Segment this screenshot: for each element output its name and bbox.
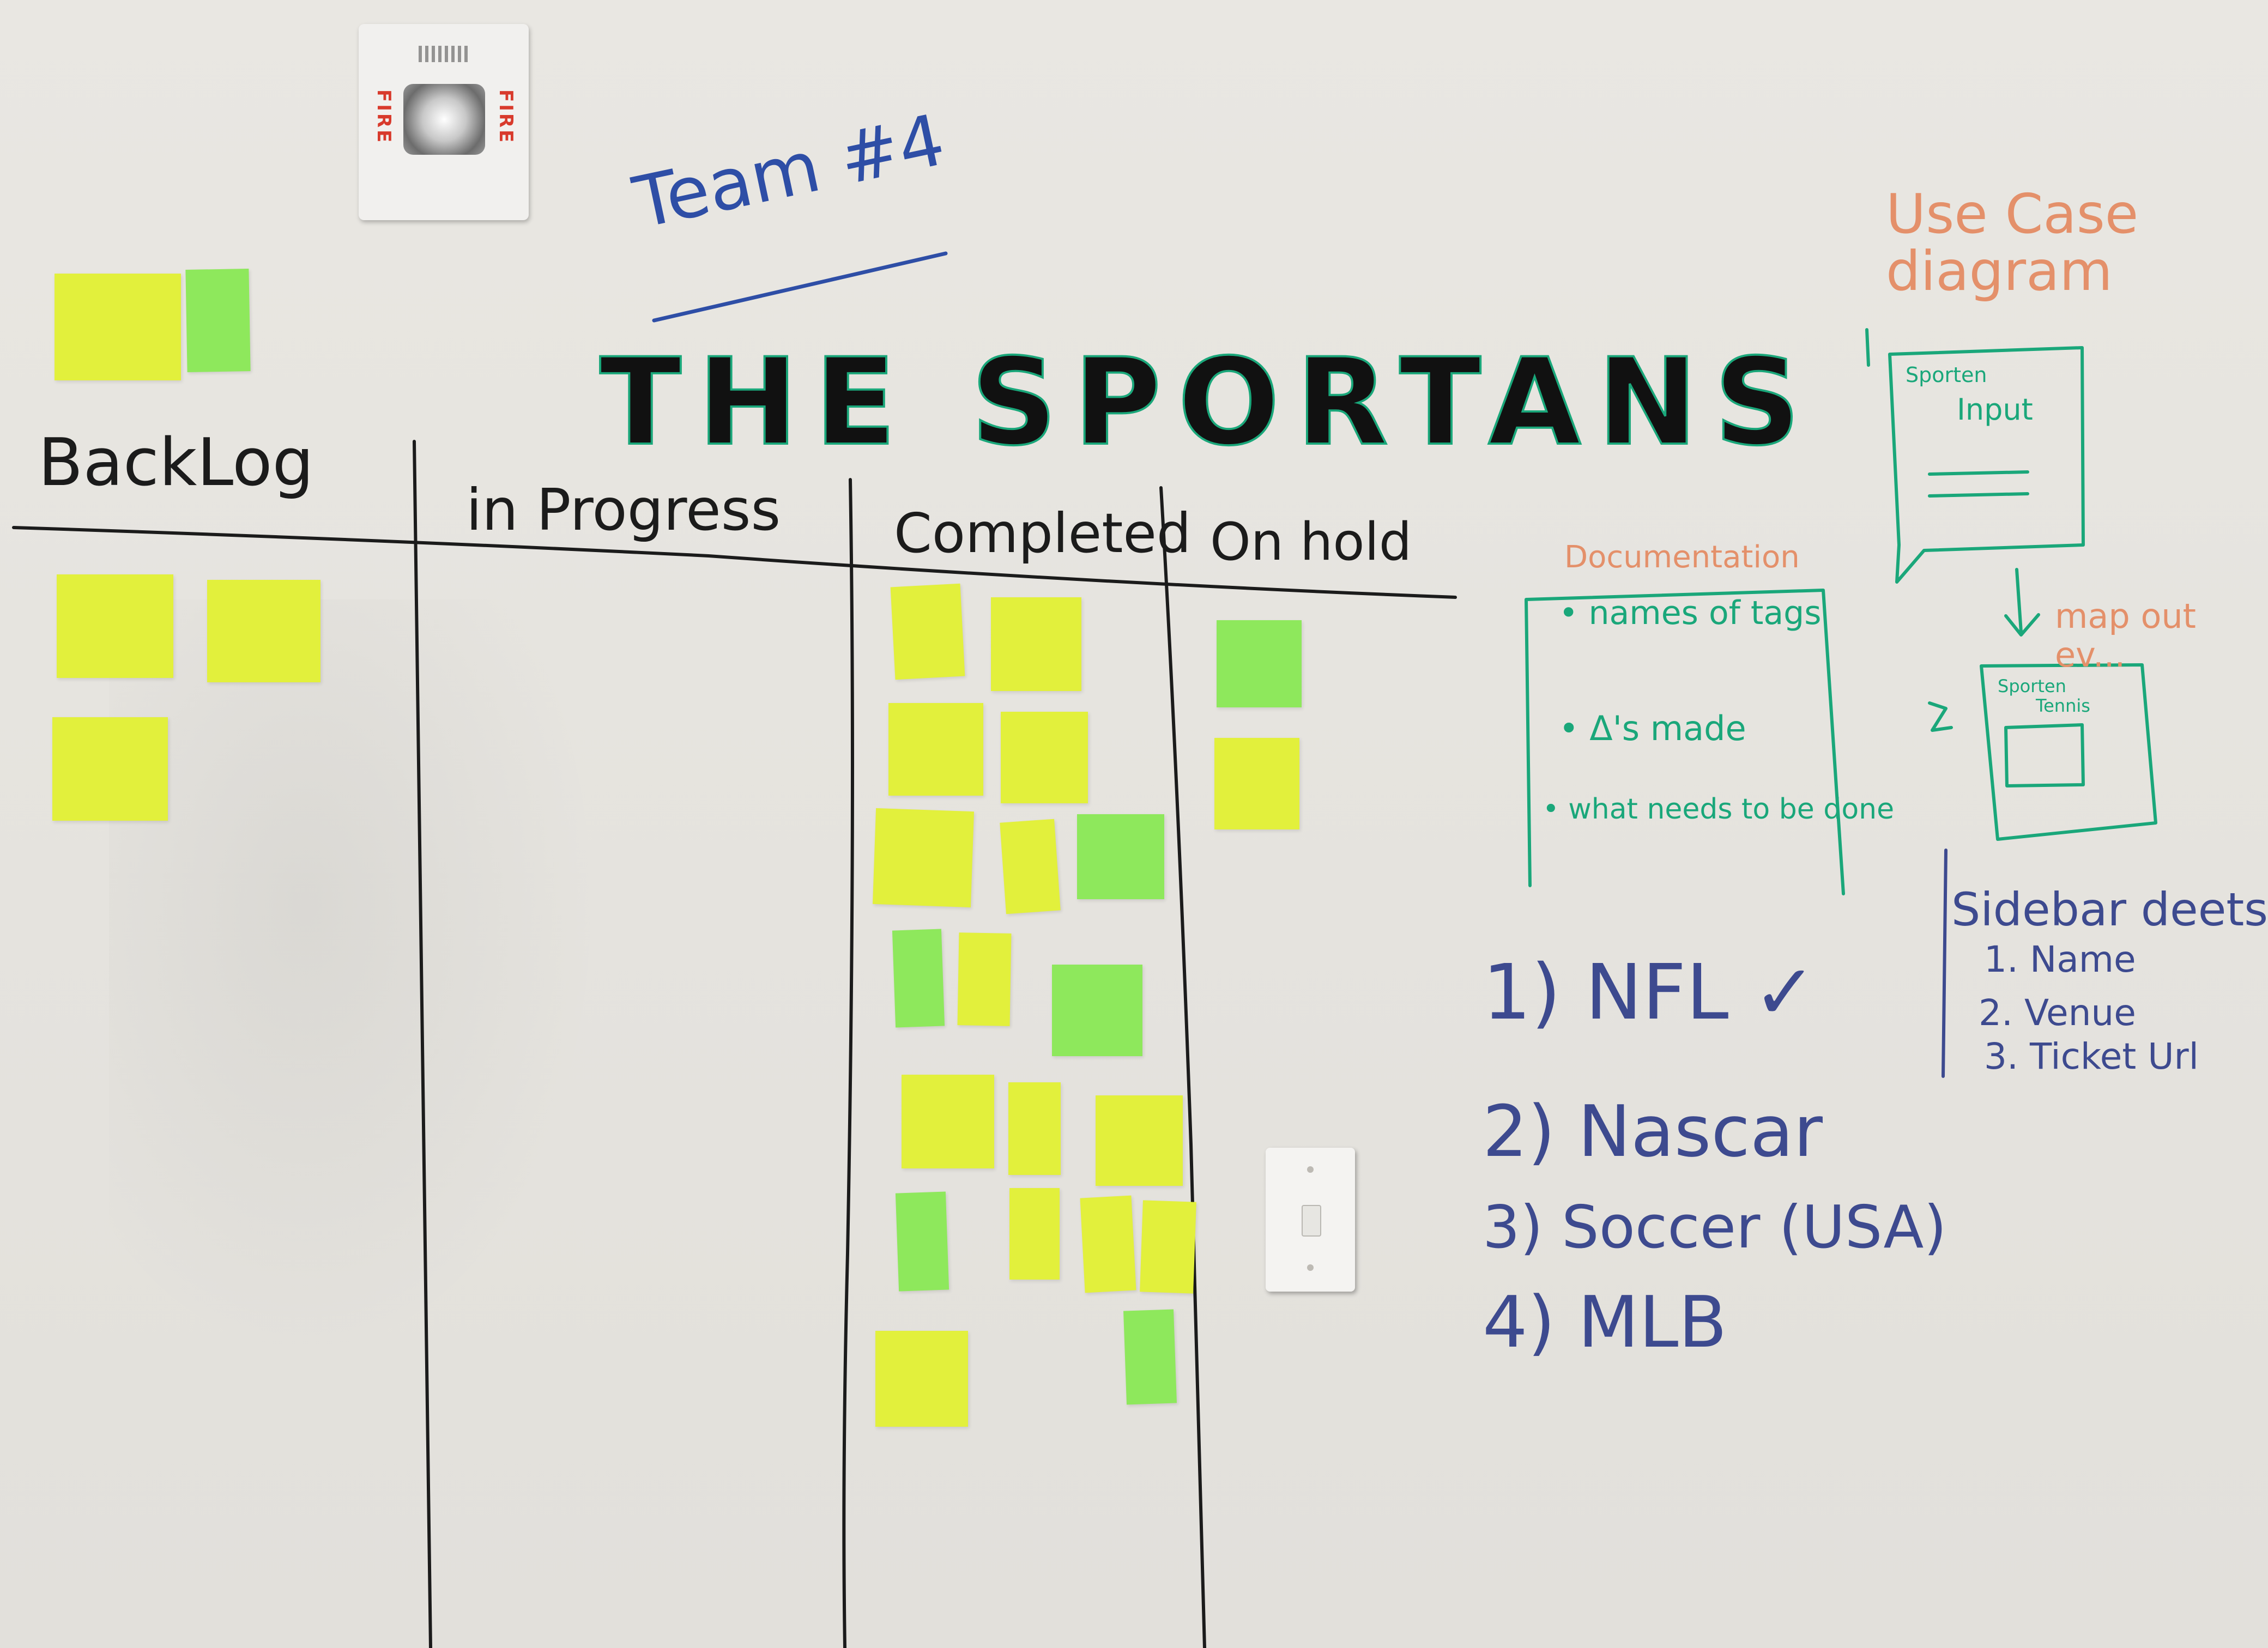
fire-alarm: FIRE FIRE (359, 24, 529, 220)
sticky-note[interactable] (872, 808, 975, 908)
column-heading-on-hold: On hold (1210, 512, 1412, 572)
sidebar-deets-item: 2. Venue (1979, 992, 2136, 1034)
sticky-note[interactable] (991, 597, 1081, 691)
documentation-title: Documentation (1564, 540, 1800, 575)
column-heading-backlog: BackLog (38, 425, 314, 501)
column-divider-2 (842, 478, 854, 1648)
light-switch (1266, 1148, 1355, 1292)
marker-lines (12, 251, 2157, 1648)
column-heading-completed: Completed (894, 501, 1192, 565)
team-underline (652, 251, 948, 323)
documentation-item-text: Δ's made (1589, 708, 1746, 748)
sticky-note[interactable] (1052, 965, 1142, 1056)
usecase-bracket (1928, 701, 1953, 732)
switch-screw-bottom (1307, 1264, 1314, 1271)
documentation-item-text: what needs to be done (1568, 793, 1895, 826)
usecase-arrow (2004, 568, 2040, 637)
usecase-box1-label: Input (1957, 392, 2033, 427)
sticky-note[interactable] (207, 580, 320, 682)
documentation-item: • names of tags (1559, 594, 1822, 632)
documentation-item: • Δ's made (1559, 708, 1746, 748)
alarm-speaker-grill (419, 46, 468, 62)
documentation-item-text: names of tags (1588, 594, 1822, 632)
sticky-note[interactable] (1096, 1095, 1183, 1186)
alarm-label-right: FIRE (495, 89, 517, 145)
usecase-dashes (1928, 470, 2029, 498)
usecase-left-tick (1865, 328, 1870, 367)
strobe-light-icon (403, 84, 485, 155)
documentation-item: • what needs to be done (1543, 793, 1895, 826)
usecase-inner-rect (2004, 723, 2085, 787)
sticky-note[interactable] (1008, 1082, 1061, 1175)
column-divider-3 (1159, 486, 1206, 1648)
sticky-note[interactable] (1009, 1188, 1060, 1280)
sticky-note[interactable] (1080, 1195, 1136, 1293)
board-header-line (12, 526, 1457, 599)
sticky-note[interactable] (1214, 738, 1299, 829)
usecase-box2-label: Sporten (1998, 676, 2066, 696)
sidebar-bracket (1942, 849, 1948, 1078)
switch-toggle (1302, 1205, 1321, 1237)
sticky-note[interactable] (52, 717, 168, 821)
usecase-side-note: map out ev... (2055, 596, 2196, 675)
wall-smudge (109, 599, 600, 1362)
switch-screw-top (1307, 1166, 1314, 1173)
sidebar-deets-title: Sidebar deets (1951, 883, 2268, 936)
usecase-title: Use Case diagram (1886, 182, 2139, 303)
sticky-note[interactable] (888, 703, 983, 796)
sticky-note[interactable] (185, 269, 251, 372)
sticky-note[interactable] (1000, 819, 1061, 914)
sports-list-item: 1) NFL ✓ (1483, 948, 1817, 1037)
sticky-note[interactable] (1077, 814, 1164, 899)
sticky-note[interactable] (892, 929, 945, 1028)
sticky-note[interactable] (1217, 620, 1302, 707)
documentation-box (1525, 589, 1845, 895)
usecase-box1-label: Sporten (1906, 363, 1987, 387)
sports-list-item: 2) Nascar (1483, 1090, 1823, 1173)
alarm-label-left: FIRE (373, 89, 395, 145)
sidebar-deets-item: 1. Name (1984, 938, 2136, 980)
sports-list-item: 4) MLB (1483, 1281, 1727, 1364)
sticky-note[interactable] (890, 583, 965, 680)
sticky-note[interactable] (957, 932, 1012, 1026)
sticky-note[interactable] (875, 1331, 968, 1427)
usecase-box2-label: Tennis (2036, 695, 2090, 716)
usecase-box-2 (1980, 663, 2157, 841)
project-title: THE SPORTANS (598, 331, 1817, 473)
sports-list-item: 3) Soccer (USA) (1483, 1193, 1947, 1262)
usecase-box-1 (1888, 346, 2085, 584)
sticky-note[interactable] (895, 1191, 949, 1292)
sticky-note[interactable] (57, 574, 173, 678)
sidebar-deets-item: 3. Ticket Url (1984, 1035, 2199, 1077)
column-heading-in-progress: in Progress (466, 477, 781, 543)
sticky-note[interactable] (1001, 712, 1088, 803)
sticky-note[interactable] (1123, 1309, 1177, 1405)
sticky-note[interactable] (902, 1075, 994, 1168)
sticky-note[interactable] (55, 274, 181, 380)
sticky-note[interactable] (1140, 1200, 1196, 1294)
column-divider-1 (413, 440, 432, 1648)
